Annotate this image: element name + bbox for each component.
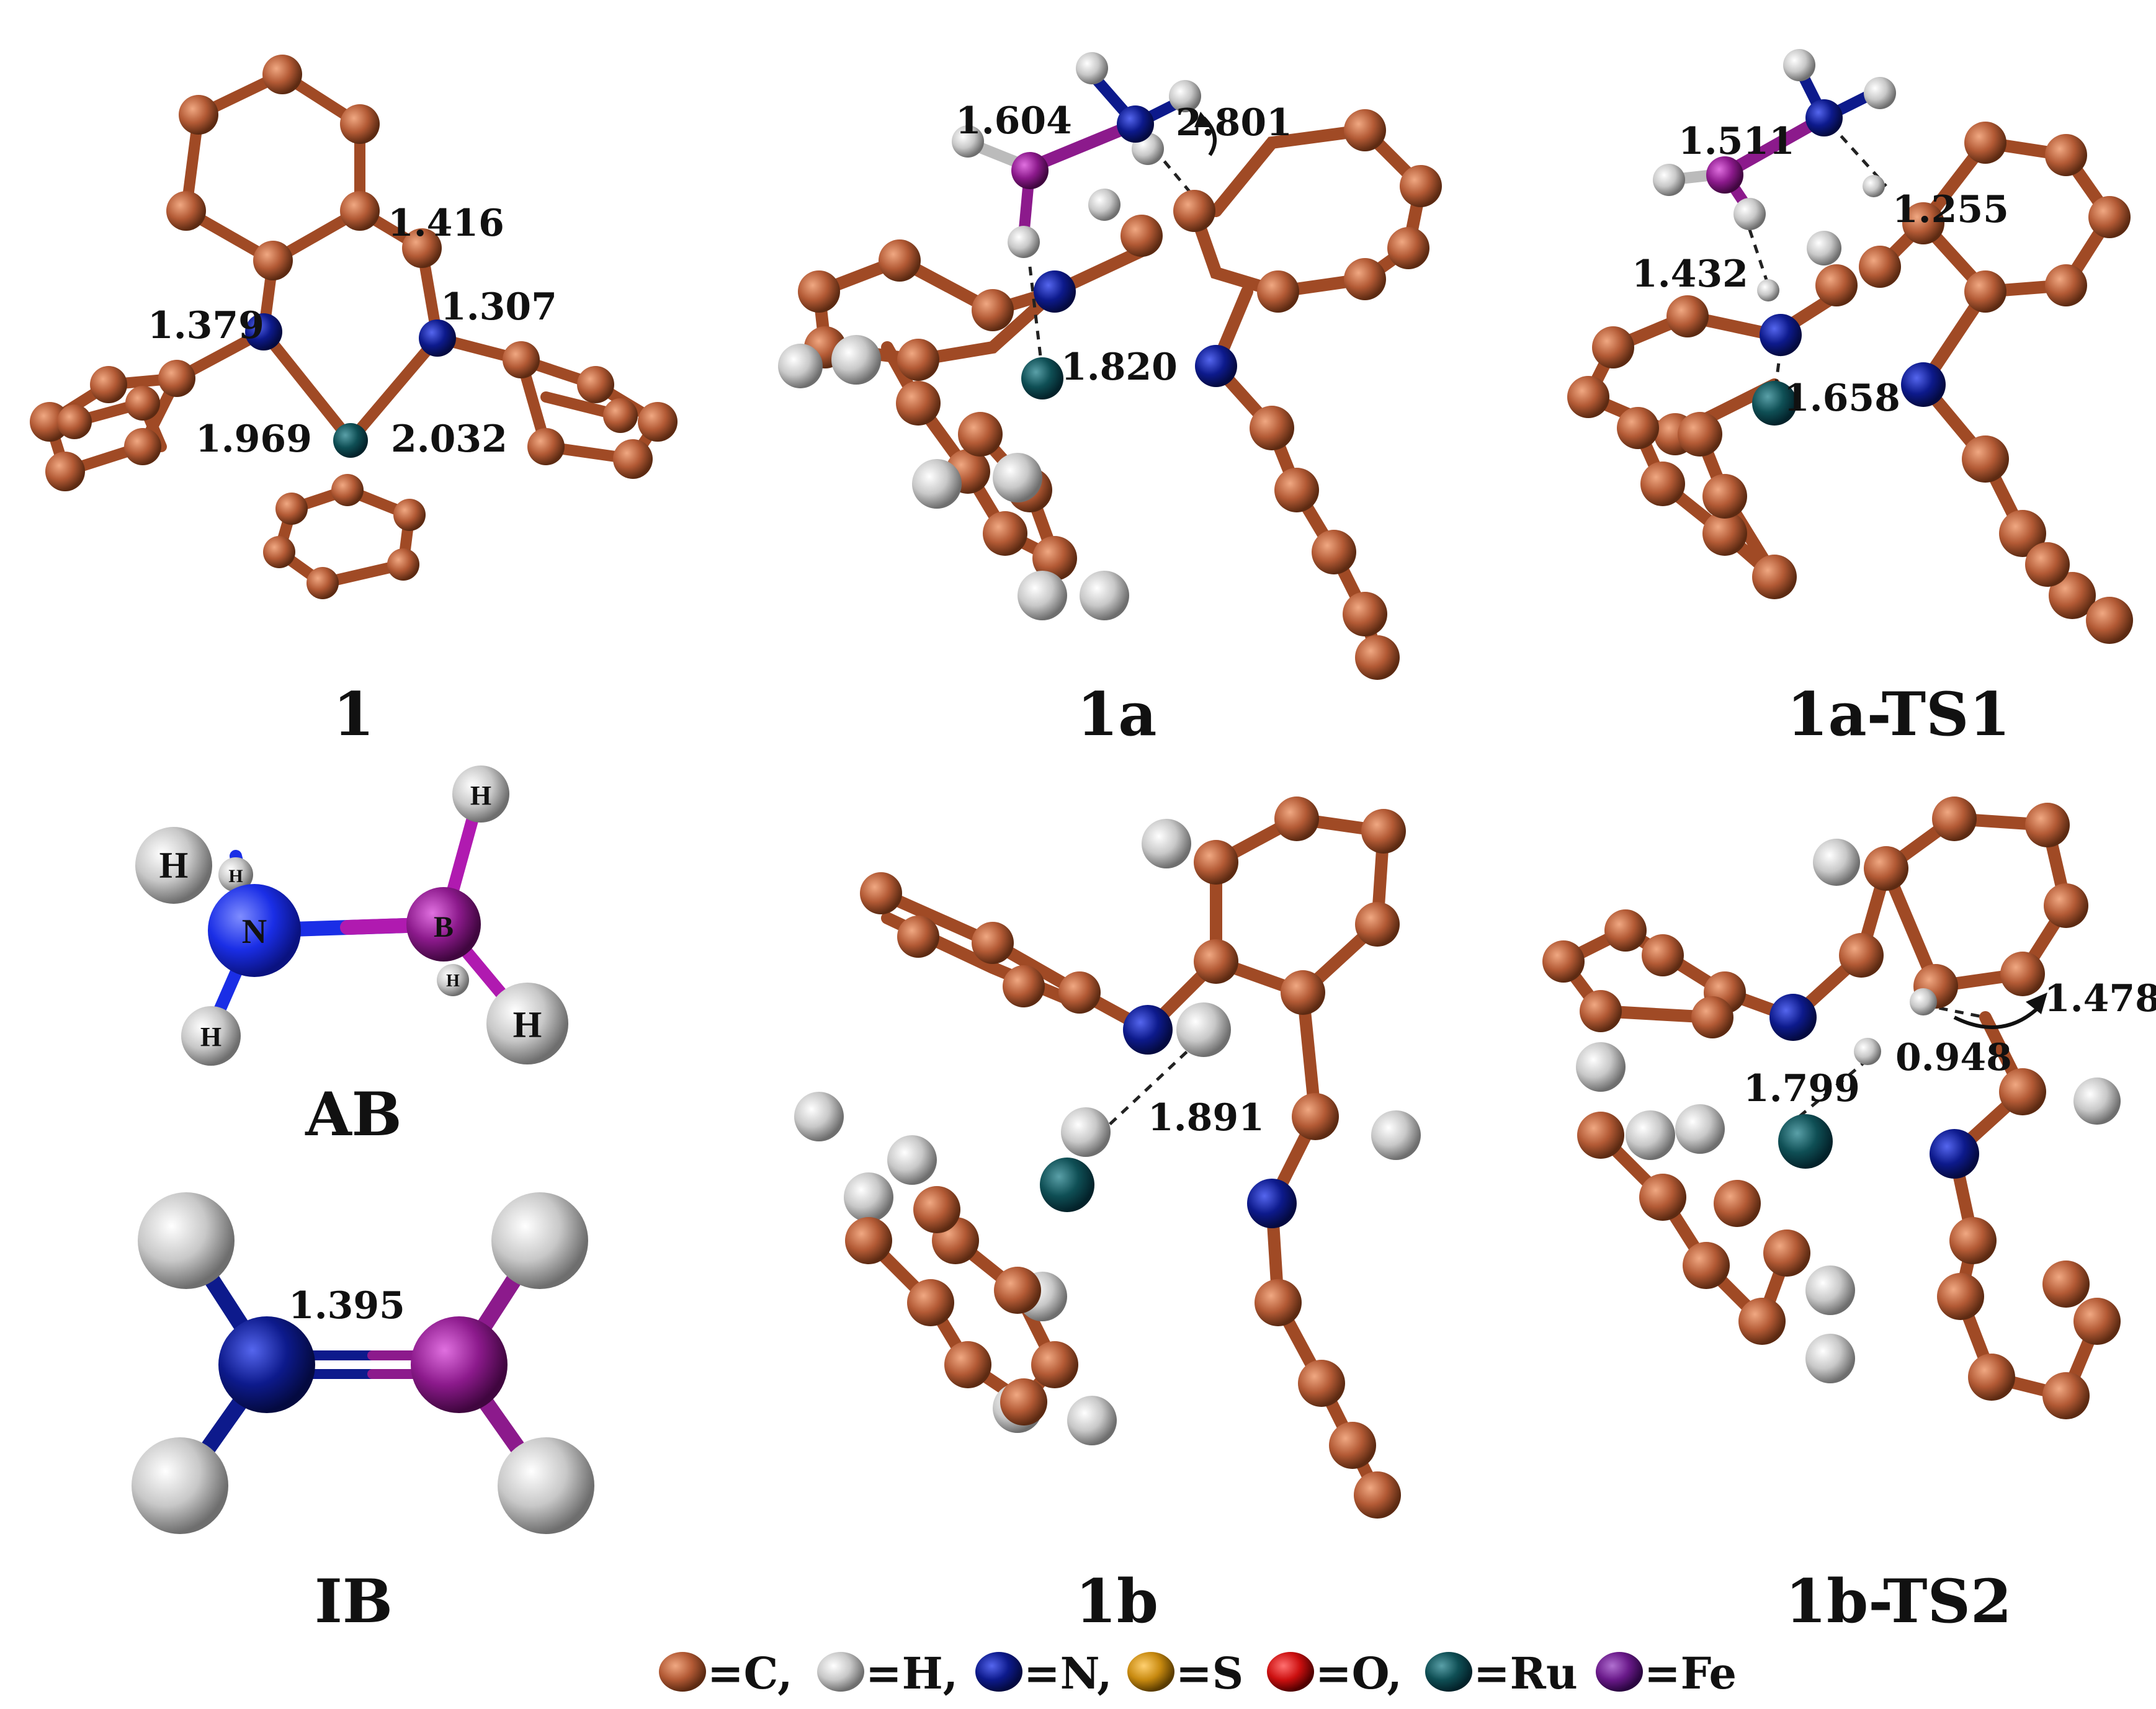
- distance-label: 1.891: [1148, 1096, 1264, 1140]
- structure-1a-dashed: [1028, 148, 1202, 373]
- structure-caption: 1: [333, 679, 375, 749]
- structure-ib: 1.395 IB: [132, 1192, 594, 1636]
- legend-item-hydrogen: =H,: [817, 1648, 958, 1699]
- structure-1: 1.416 1.379 1.307 1.969 2.032 1: [30, 55, 678, 749]
- distance-label: 1.604: [955, 99, 1072, 143]
- atom-label-h: H: [470, 780, 491, 811]
- legend-label: =Fe: [1644, 1648, 1737, 1699]
- legend-item-carbon: =C,: [659, 1648, 793, 1699]
- legend-label: =O,: [1315, 1648, 1402, 1699]
- atom-label-h: H: [228, 866, 243, 886]
- legend-label: =N,: [1024, 1648, 1112, 1699]
- structure-caption: AB: [305, 1079, 402, 1149]
- legend-label: =Ru: [1474, 1648, 1578, 1699]
- structure-1a: 1.604 2.801 1.820 1a: [778, 52, 1442, 749]
- distance-label: 1.255: [1892, 188, 2009, 231]
- structure-caption: 1a: [1077, 679, 1157, 749]
- structure-1-bonds: [43, 69, 666, 589]
- distance-label: 1.395: [289, 1284, 405, 1327]
- structure-1a-ts1-atoms: [1567, 49, 2133, 644]
- atom-label-h: H: [446, 971, 460, 991]
- distance-label: 1.416: [388, 202, 504, 245]
- structure-caption: IB: [315, 1566, 393, 1636]
- distance-label: 0.948: [1895, 1036, 2012, 1079]
- atom-label-h: H: [200, 1022, 221, 1052]
- legend-item-iron: =Fe: [1596, 1648, 1737, 1699]
- atom-label-n: N: [242, 913, 267, 951]
- legend-label: =C,: [707, 1648, 793, 1699]
- structure-1b-dashed: [1097, 1035, 1205, 1136]
- structure-1b-atoms: [794, 796, 1421, 1519]
- structure-1b-ts2-atoms: [1542, 796, 2121, 1419]
- structure-ab: H H N B H H H H AB: [135, 765, 568, 1149]
- arrow: [1953, 1003, 2043, 1029]
- structure-caption: 1b-TS2: [1785, 1566, 2011, 1636]
- distance-label: 1.307: [441, 285, 557, 329]
- arrow-head: [1194, 112, 1213, 127]
- arrow-head: [2026, 993, 2047, 1014]
- distance-label: 1.969: [195, 417, 312, 461]
- structure-1a-ts1: 1.511 1.255 1.432 1.658 1a-TS1: [1567, 49, 2133, 749]
- structure-ab-atoms: [135, 765, 568, 1066]
- atom-label-h: H: [513, 1004, 542, 1045]
- legend-item-nitrogen: =N,: [975, 1648, 1112, 1699]
- distance-label: 1.658: [1784, 377, 1900, 420]
- structure-caption: 1a-TS1: [1787, 679, 2011, 749]
- legend-label: =H,: [866, 1648, 958, 1699]
- distance-label: 1.379: [148, 304, 264, 347]
- distance-label: 1.799: [1743, 1067, 1860, 1110]
- legend-item-oxygen: =O,: [1267, 1648, 1402, 1699]
- legend-item-ruthenium: =Ru: [1425, 1648, 1578, 1699]
- distance-label: 2.801: [1176, 101, 1292, 145]
- structure-1-atoms: [30, 55, 678, 599]
- distance-label: 2.032: [391, 417, 508, 461]
- distance-label: 1.432: [1632, 252, 1748, 296]
- legend-label: =S: [1176, 1648, 1243, 1699]
- atom-label-b: B: [434, 911, 454, 944]
- structure-1b: 1.891 1b: [794, 796, 1421, 1636]
- structure-1b-ts2: 1.478 0.948 1.799 1b-TS2: [1542, 796, 2156, 1636]
- structure-ib-atoms: [132, 1192, 594, 1534]
- distance-label: 1.820: [1061, 346, 1178, 389]
- atom-legend: =C, =H, =N, =S =O, =Ru =Fe: [659, 1648, 1737, 1699]
- distance-label: 1.511: [1678, 120, 1795, 163]
- structure-1a-atoms: [778, 52, 1442, 680]
- structure-caption: 1b: [1075, 1566, 1158, 1636]
- structure-1b-ts2-dashed: [1798, 1003, 1986, 1118]
- distance-label: 1.478: [2044, 977, 2156, 1020]
- legend-item-sulfur: =S: [1127, 1648, 1243, 1699]
- atom-label-h: H: [159, 845, 189, 886]
